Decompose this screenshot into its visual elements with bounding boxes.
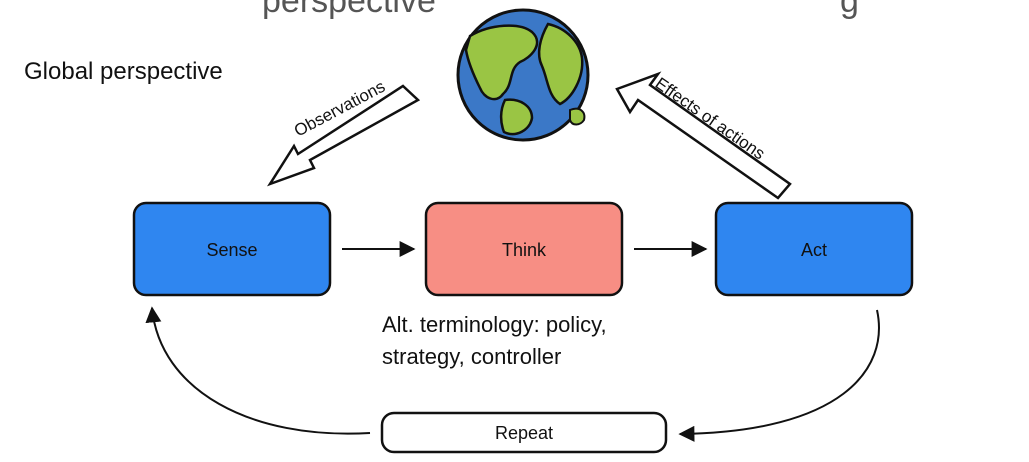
think-box: Think — [424, 201, 624, 297]
act-label: Act — [801, 240, 827, 260]
alt-terminology-line1: Alt. terminology: policy, — [382, 312, 607, 337]
alt-terminology-line2: strategy, controller — [382, 344, 561, 369]
global-perspective-label: Global perspective — [24, 58, 223, 85]
earth-globe-icon — [456, 8, 590, 142]
sense-box: Sense — [132, 201, 332, 297]
repeat-box: Repeat — [380, 411, 668, 454]
repeat-to-sense-arrow — [145, 306, 371, 435]
page-title-fragment: perspective — [262, 0, 436, 20]
think-label: Think — [502, 240, 547, 260]
act-to-repeat-arrow — [678, 309, 880, 442]
repeat-label: Repeat — [495, 423, 553, 443]
sense-label: Sense — [206, 240, 257, 260]
page-title-fragment-end: g — [840, 0, 859, 20]
observations-arrow: Observations — [266, 77, 421, 187]
act-box: Act — [714, 201, 914, 297]
effects-of-actions-arrow: Effects of actions — [615, 71, 792, 200]
